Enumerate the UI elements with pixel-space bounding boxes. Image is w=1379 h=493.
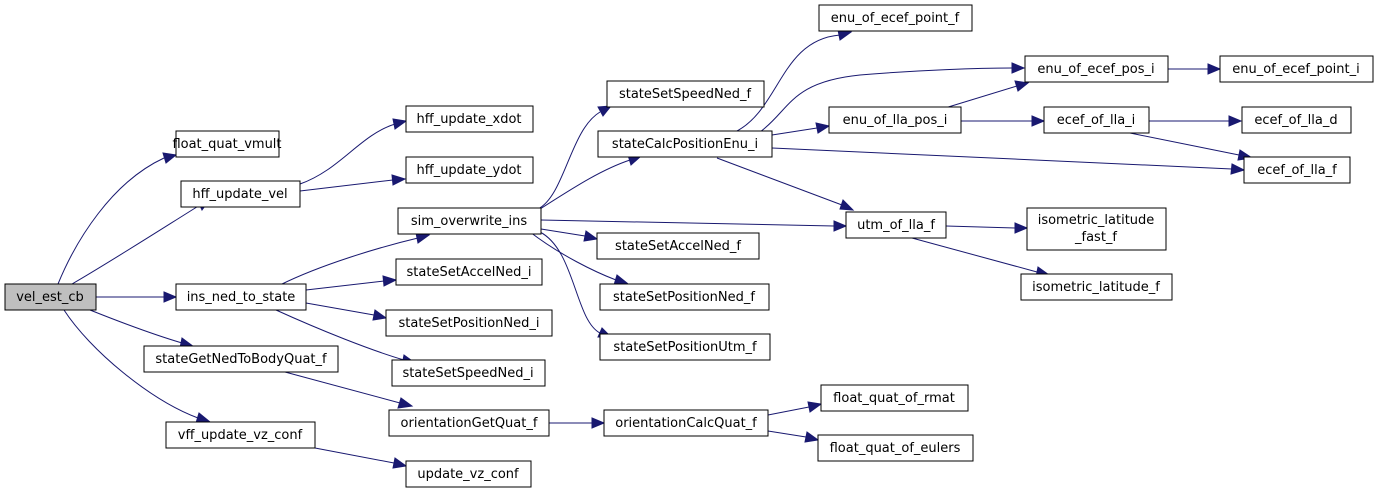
edge-enu_of_lla_pos_i-ecef_of_lla_i	[961, 115, 1046, 127]
node-label: hff_update_ydot	[417, 163, 522, 178]
edge-stateCalcPositionEnu_i-utm_of_lla_f	[716, 157, 855, 211]
edge-vff_update_vz_conf-update_vz_conf	[314, 447, 408, 469]
node-label: orientationGetQuat_f	[401, 416, 538, 431]
edge-vel_est_cb-ins_ned_to_state	[96, 291, 178, 303]
node-label: stateGetNedToBodyQuat_f	[155, 352, 327, 367]
node-ecef_of_lla_i[interactable]: ecef_of_lla_i	[1043, 106, 1150, 134]
node-float_quat_of_rmat[interactable]: float_quat_of_rmat	[820, 384, 969, 412]
node-label: float_quat_of_eulers	[830, 441, 961, 456]
node-update_vz_conf[interactable]: update_vz_conf	[405, 460, 532, 488]
node-label: vff_update_vz_conf	[178, 428, 303, 443]
edge-stateGetNedToBodyQuat_f-orientationGetQuat_f	[284, 371, 414, 409]
node-hff_update_xdot[interactable]: hff_update_xdot	[405, 105, 534, 133]
node-label: enu_of_ecef_pos_i	[1037, 62, 1154, 77]
edge-ecef_of_lla_i-ecef_of_lla_d	[1149, 115, 1243, 127]
edge-stateCalcPositionEnu_i-enu_of_ecef_pos_i	[759, 62, 1026, 133]
node-ecef_of_lla_d[interactable]: ecef_of_lla_d	[1241, 106, 1352, 134]
node-label: stateSetSpeedNed_i	[402, 366, 533, 381]
node-enu_of_lla_pos_i[interactable]: enu_of_lla_pos_i	[828, 106, 962, 134]
node-label: stateSetAccelNed_i	[407, 265, 532, 280]
edge-hff_update_vel-hff_update_ydot	[299, 174, 407, 192]
edge-stateCalcPositionEnu_i-ecef_of_lla_f	[771, 147, 1246, 175]
node-label: stateCalcPositionEnu_i	[612, 137, 758, 152]
node-label: float_quat_of_rmat	[833, 391, 955, 406]
node-label-line-1: isometric_latitude	[1038, 213, 1155, 228]
node-label: ecef_of_lla_d	[1254, 113, 1337, 128]
edge-ins_ned_to_state-stateSetAccelNed_i	[305, 275, 398, 291]
edge-orientationGetQuat_f-orientationCalcQuat_f	[549, 417, 606, 429]
edge-sim_overwrite_ins-utm_of_lla_f	[540, 219, 848, 232]
node-label: enu_of_ecef_point_f	[831, 11, 960, 26]
node-stateSetSpeedNed_i[interactable]: stateSetSpeedNed_i	[391, 359, 546, 387]
node-stateGetNedToBodyQuat_f[interactable]: stateGetNedToBodyQuat_f	[143, 345, 339, 373]
node-stateCalcPositionEnu_i[interactable]: stateCalcPositionEnu_i	[597, 130, 773, 158]
edge-ecef_of_lla_i-ecef_of_lla_f	[1129, 132, 1254, 161]
node-stateSetAccelNed_i[interactable]: stateSetAccelNed_i	[395, 258, 543, 286]
node-label: float_quat_vmult	[172, 137, 281, 152]
node-label: stateSetPositionUtm_f	[613, 340, 757, 355]
node-label: stateSetAccelNed_f	[615, 239, 741, 254]
node-isometric_latitude_fast_f[interactable]: isometric_latitude _fast_f	[1026, 207, 1167, 251]
node-sim_overwrite_ins[interactable]: sim_overwrite_ins	[397, 207, 542, 235]
node-label: stateSetPositionNed_i	[399, 316, 540, 331]
edge-orientationCalcQuat_f-float_quat_of_rmat	[767, 401, 823, 416]
node-enu_of_ecef_point_f[interactable]: enu_of_ecef_point_f	[818, 4, 973, 32]
node-label: update_vz_conf	[417, 467, 519, 482]
edge-vel_est_cb-stateGetNedToBodyQuat_f	[89, 309, 196, 349]
node-label: stateSetPositionNed_f	[613, 290, 755, 305]
edge-vel_est_cb-vff_update_vz_conf	[63, 309, 212, 424]
edge-hff_update_vel-hff_update_xdot	[299, 118, 408, 185]
edge-enu_of_lla_pos_i-enu_of_ecef_pos_i	[944, 80, 1030, 109]
node-hff_update_vel[interactable]: hff_update_vel	[180, 180, 301, 208]
node-stateSetPositionUtm_f[interactable]: stateSetPositionUtm_f	[599, 333, 771, 361]
node-label: ins_ned_to_state	[187, 290, 296, 305]
edge-ins_ned_to_state-stateSetPositionNed_i	[305, 302, 388, 321]
node-stateSetSpeedNed_f[interactable]: stateSetSpeedNed_f	[606, 80, 765, 108]
node-utm_of_lla_f[interactable]: utm_of_lla_f	[845, 211, 947, 239]
node-label: hff_update_vel	[192, 187, 287, 202]
edge-vel_est_cb-hff_update_vel	[71, 198, 212, 285]
node-enu_of_ecef_point_i[interactable]: enu_of_ecef_point_i	[1219, 55, 1374, 83]
node-label: hff_update_xdot	[417, 112, 522, 127]
edge-sim_overwrite_ins-stateSetPositionNed_f	[529, 231, 629, 286]
node-stateSetAccelNed_f[interactable]: stateSetAccelNed_f	[596, 232, 760, 260]
edge-enu_of_ecef_pos_i-enu_of_ecef_point_i	[1168, 63, 1222, 75]
node-label: sim_overwrite_ins	[411, 214, 528, 229]
edge-utm_of_lla_f-isometric_latitude_fast_f	[945, 222, 1029, 234]
node-label: ecef_of_lla_i	[1057, 113, 1136, 128]
node-stateSetPositionNed_f[interactable]: stateSetPositionNed_f	[599, 283, 770, 311]
node-isometric_latitude_f[interactable]: isometric_latitude_f	[1020, 273, 1173, 301]
node-vel_est_cb[interactable]: vel_est_cb	[4, 283, 97, 311]
node-label: enu_of_ecef_point_i	[1232, 62, 1360, 77]
node-orientationCalcQuat_f[interactable]: orientationCalcQuat_f	[603, 409, 769, 437]
node-ecef_of_lla_f[interactable]: ecef_of_lla_f	[1243, 156, 1351, 184]
node-label: stateSetSpeedNed_f	[619, 87, 752, 102]
node-label: ecef_of_lla_f	[1257, 163, 1337, 178]
node-ins_ned_to_state[interactable]: ins_ned_to_state	[175, 283, 307, 311]
edge-sim_overwrite_ins-stateCalcPositionEnu_i	[539, 154, 643, 210]
edge-stateCalcPositionEnu_i-enu_of_lla_pos_i	[771, 122, 831, 136]
edge-sim_overwrite_ins-stateSetAccelNed_f	[540, 228, 599, 242]
node-orientationGetQuat_f[interactable]: orientationGetQuat_f	[388, 409, 550, 437]
node-float_quat_vmult[interactable]: float_quat_vmult	[172, 130, 282, 158]
node-label: isometric_latitude_f	[1032, 280, 1160, 295]
node-vff_update_vz_conf[interactable]: vff_update_vz_conf	[165, 421, 316, 449]
node-label: enu_of_lla_pos_i	[843, 113, 948, 128]
edge-sim_overwrite_ins-stateSetSpeedNed_f	[537, 105, 613, 210]
node-label: orientationCalcQuat_f	[615, 416, 757, 431]
node-label-line-2: _fast_f	[1074, 230, 1117, 245]
edge-vel_est_cb-float_quat_vmult	[57, 152, 178, 285]
node-hff_update_ydot[interactable]: hff_update_ydot	[405, 156, 534, 184]
edge-orientationCalcQuat_f-float_quat_of_eulers	[767, 430, 820, 443]
node-stateSetPositionNed_i[interactable]: stateSetPositionNed_i	[385, 309, 553, 337]
node-label: vel_est_cb	[16, 290, 84, 305]
node-enu_of_ecef_pos_i[interactable]: enu_of_ecef_pos_i	[1024, 55, 1169, 83]
node-label: utm_of_lla_f	[857, 218, 935, 233]
node-float_quat_of_eulers[interactable]: float_quat_of_eulers	[817, 434, 974, 462]
